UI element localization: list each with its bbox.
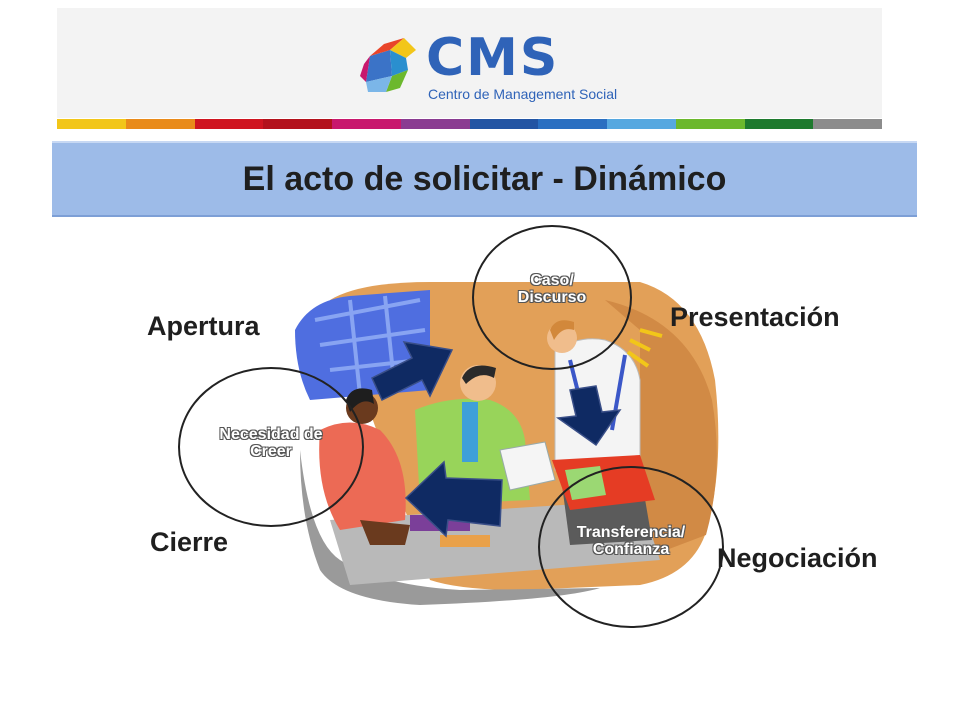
book-item bbox=[440, 535, 490, 547]
down-arrow-icon bbox=[555, 385, 622, 447]
circle-text-line: Caso/ bbox=[530, 272, 574, 289]
window-pattern bbox=[314, 295, 426, 396]
color-strip-segment bbox=[675, 119, 745, 129]
stage-label-negociacion: Negociación bbox=[717, 543, 878, 573]
right-arrow-icon bbox=[371, 341, 454, 402]
color-strip-segment bbox=[57, 119, 126, 129]
circle-transferencia-confianza bbox=[538, 466, 724, 628]
color-strip-segment bbox=[469, 119, 539, 129]
color-strip bbox=[57, 119, 882, 129]
stage-label-presentacion: Presentación bbox=[670, 302, 840, 332]
color-strip-segment bbox=[607, 119, 676, 129]
color-strip-segment bbox=[813, 119, 882, 129]
circle-text-line: Discurso bbox=[517, 289, 587, 306]
color-strip-segment bbox=[332, 119, 401, 129]
circle-label-necesidad-creer: Necesidad de Creer bbox=[196, 426, 346, 460]
color-strip-segment bbox=[744, 119, 814, 129]
stage-label-cierre: Cierre bbox=[150, 527, 229, 557]
page-title: El acto de solicitar - Dinámico bbox=[242, 159, 727, 198]
person-center-tie bbox=[462, 402, 478, 462]
circle-label-transferencia-confianza: Transferencia/ Confianza bbox=[556, 524, 706, 558]
color-strip-segment bbox=[194, 119, 264, 129]
logo-wordmark: CMS bbox=[426, 28, 560, 88]
logo-tagline: Centro de Management Social bbox=[428, 86, 618, 102]
title-bar: El acto de solicitar - Dinámico bbox=[52, 141, 917, 217]
color-strip-segment bbox=[400, 119, 470, 129]
person-left-hair bbox=[346, 388, 374, 412]
paper-sheet bbox=[499, 441, 556, 491]
circle-text-line: Creer bbox=[250, 443, 292, 460]
circle-necesidad-creer bbox=[178, 367, 364, 527]
color-strip-segment bbox=[263, 119, 332, 129]
color-strip-segment bbox=[125, 119, 195, 129]
circle-caso-discurso bbox=[472, 225, 632, 370]
stage-label-apertura: Apertura bbox=[147, 311, 260, 341]
light-rays bbox=[626, 328, 663, 368]
person-center-hair bbox=[462, 365, 496, 384]
color-strip-segment bbox=[538, 119, 607, 129]
cms-logo-icon bbox=[360, 38, 416, 92]
person-left-hand bbox=[360, 520, 410, 545]
circle-label-caso-discurso: Caso/ Discurso bbox=[492, 272, 612, 306]
cms-logo: CMS Centro de Management Social bbox=[360, 28, 617, 110]
circle-text-line: Transferencia/ bbox=[576, 524, 686, 541]
header-band bbox=[57, 8, 882, 118]
left-arrow-icon bbox=[404, 460, 503, 538]
circle-text-line: Necesidad de bbox=[219, 426, 323, 443]
circle-text-line: Confianza bbox=[592, 541, 670, 558]
